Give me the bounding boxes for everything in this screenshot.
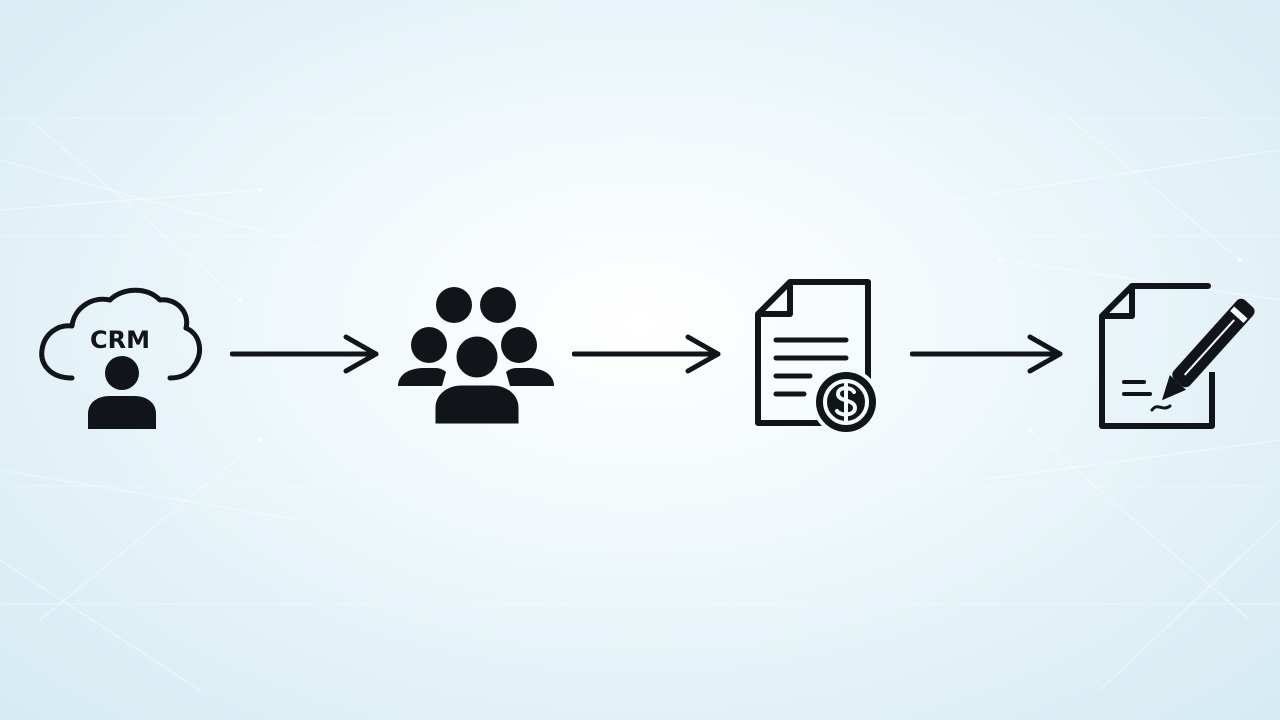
group-of-people-icon (398, 287, 554, 426)
contract-signing-pen-icon (1099, 283, 1255, 429)
crm-label: CRM (90, 326, 150, 354)
invoice-document-dollar-icon (755, 279, 880, 436)
arrow-right-icon (910, 334, 1063, 374)
arrow-right-icon (572, 334, 721, 374)
arrow-right-icon (230, 334, 379, 374)
crm-cloud-user-icon: CRM (39, 287, 203, 429)
